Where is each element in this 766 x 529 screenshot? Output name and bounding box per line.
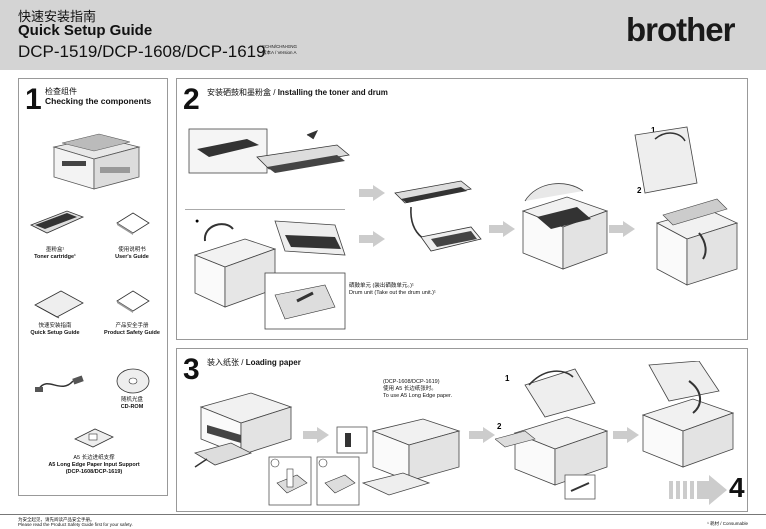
cd-rom-illustration xyxy=(116,368,150,394)
svg-text:●: ● xyxy=(195,218,199,225)
arrow-right-icon xyxy=(359,231,385,247)
install-drum-illustration xyxy=(521,183,609,270)
arrow-right-icon xyxy=(613,427,639,443)
arrow-right-icon xyxy=(303,427,329,443)
model-list: DCP-1519/DCP-1608/DCP-1619 xyxy=(18,42,266,61)
insert-toner-illustration xyxy=(394,180,482,252)
step3-title: 装入纸张 / Loading paper xyxy=(207,358,301,367)
toner-cartridge-illustration xyxy=(30,210,85,234)
a5-support-illustration xyxy=(74,428,114,448)
arrow-right-icon xyxy=(359,185,385,201)
step3-panel: 3 装入纸张 / Loading paper (DCP-1608/DCP-161… xyxy=(176,348,748,512)
step1-number: 1 xyxy=(25,83,42,116)
a5-note: (DCP-1608/DCP-1619) 使用 A5 长边纸张时。 To use … xyxy=(383,379,453,399)
arrow-right-icon xyxy=(489,221,515,237)
quick-setup-guide-illustration xyxy=(34,290,84,319)
printer-illustration xyxy=(52,133,141,190)
close-cover-illustration: 1 2 xyxy=(634,126,739,286)
a5-support-detail-illustration xyxy=(268,456,360,506)
drum-unit-note: 硒鼓单元 (装出硒鼓单元。)¹ Drum unit (Take out the … xyxy=(349,283,436,296)
footer-consumable-note: ¹ 耗材 / Consumable xyxy=(707,521,748,526)
next-step-arrow-icon xyxy=(669,475,727,505)
marker-2: 2 xyxy=(497,422,502,431)
toner-drum-parts-illustration xyxy=(188,128,350,174)
title-en: Quick Setup Guide xyxy=(18,22,153,39)
step2-divider xyxy=(185,209,345,210)
a5-insert-illustration xyxy=(336,418,461,496)
safety-guide-illustration xyxy=(116,290,150,313)
step3-number: 3 xyxy=(183,353,200,386)
header-bar xyxy=(0,0,766,70)
users-guide-illustration xyxy=(116,212,150,235)
step1-title-zh: 检查组件 xyxy=(45,87,77,96)
step1-title-en: Checking the components xyxy=(45,96,152,106)
step2-title: 安装硒鼓和墨粉盒 / Installing the toner and drum xyxy=(207,88,388,97)
open-machine-illustration: ● xyxy=(193,218,346,330)
usb-cable-illustration xyxy=(35,375,84,392)
footer-safety-note: 为安全起见，请先阅读产品安全手册。 Please read the Produc… xyxy=(18,517,133,527)
arrow-right-icon xyxy=(609,221,635,237)
step2-number: 2 xyxy=(183,83,200,116)
step2-panel: 2 安装硒鼓和墨粉盒 / Installing the toner and dr… xyxy=(176,78,748,340)
footer-rule xyxy=(0,514,766,515)
marker-1: 1 xyxy=(651,126,656,135)
marker-1: 1 xyxy=(505,374,510,383)
arrow-right-icon xyxy=(469,427,495,443)
brand-logo: brother xyxy=(626,11,735,48)
paper-tray-illustration xyxy=(193,392,293,468)
close-scanner-illustration xyxy=(641,361,735,468)
marker-2: 2 xyxy=(637,186,642,195)
title-zh: 快速安装指南 xyxy=(18,9,97,24)
open-scanner-illustration: 1 2 xyxy=(495,368,609,500)
next-step-number: 4 xyxy=(729,472,745,503)
version-label: 版本A / Version A xyxy=(262,50,297,55)
language-code: SCHN/CHN-ENG xyxy=(262,44,298,49)
